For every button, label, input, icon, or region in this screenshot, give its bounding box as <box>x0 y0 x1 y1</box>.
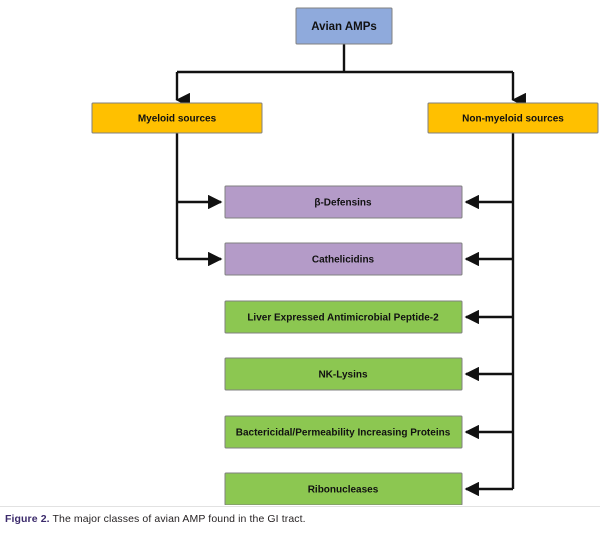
node-cathelicidins-rect <box>224 242 463 276</box>
node-ribonucleases-label: Ribonucleases <box>308 485 379 496</box>
figure-image: Avian AMPs Myeloid sources Non-myeloid s… <box>91 7 599 505</box>
node-avian-amps-rect <box>295 7 393 45</box>
node-bactericidal-permeability-increasing-proteins-label: Bactericidal/Permeability Increasing Pro… <box>236 428 451 439</box>
node-liver-expressed-antimicrobial-peptide-2-rect <box>224 300 463 334</box>
node-bactericidal-permeability-increasing-proteins[interactable]: Bactericidal/Permeability Increasing Pro… <box>224 415 463 449</box>
node-myeloid-sources-rect <box>91 102 263 134</box>
node-non-myeloid-sources-rect <box>427 102 599 134</box>
node-ribonucleases-rect <box>224 472 463 505</box>
node-beta-defensins-rect <box>224 185 463 219</box>
figure-caption: Figure 2. The major classes of avian AMP… <box>5 512 595 526</box>
node-nk-lysins[interactable]: NK-Lysins <box>224 357 463 391</box>
node-myeloid-sources-label: Myeloid sources <box>138 114 217 125</box>
node-non-myeloid-sources-label: Non-myeloid sources <box>462 114 564 125</box>
node-liver-expressed-antimicrobial-peptide-2[interactable]: Liver Expressed Antimicrobial Peptide-2 <box>224 300 463 334</box>
node-beta-defensins[interactable]: β-Defensins <box>224 185 463 219</box>
connector-layer <box>175 44 526 497</box>
node-myeloid-sources[interactable]: Myeloid sources <box>91 102 263 134</box>
figure-caption-text: The major classes of avian AMP found in … <box>49 513 306 525</box>
caption-divider <box>0 506 600 507</box>
node-nk-lysins-label: NK-Lysins <box>318 370 368 381</box>
node-bactericidal-permeability-increasing-proteins-rect <box>224 415 463 449</box>
node-avian-amps[interactable]: Avian AMPs <box>295 7 393 45</box>
node-avian-amps-label: Avian AMPs <box>311 21 377 33</box>
node-ribonucleases[interactable]: Ribonucleases <box>224 472 463 505</box>
node-non-myeloid-sources[interactable]: Non-myeloid sources <box>427 102 599 134</box>
figure-number: Figure 2. <box>5 513 50 525</box>
node-nk-lysins-rect <box>224 357 463 391</box>
node-liver-expressed-antimicrobial-peptide-2-label: Liver Expressed Antimicrobial Peptide-2 <box>247 313 439 324</box>
flowchart-svg: Avian AMPs Myeloid sources Non-myeloid s… <box>91 7 599 505</box>
node-cathelicidins[interactable]: Cathelicidins <box>224 242 463 276</box>
node-beta-defensins-label: β-Defensins <box>314 198 372 209</box>
node-cathelicidins-label: Cathelicidins <box>312 255 375 266</box>
